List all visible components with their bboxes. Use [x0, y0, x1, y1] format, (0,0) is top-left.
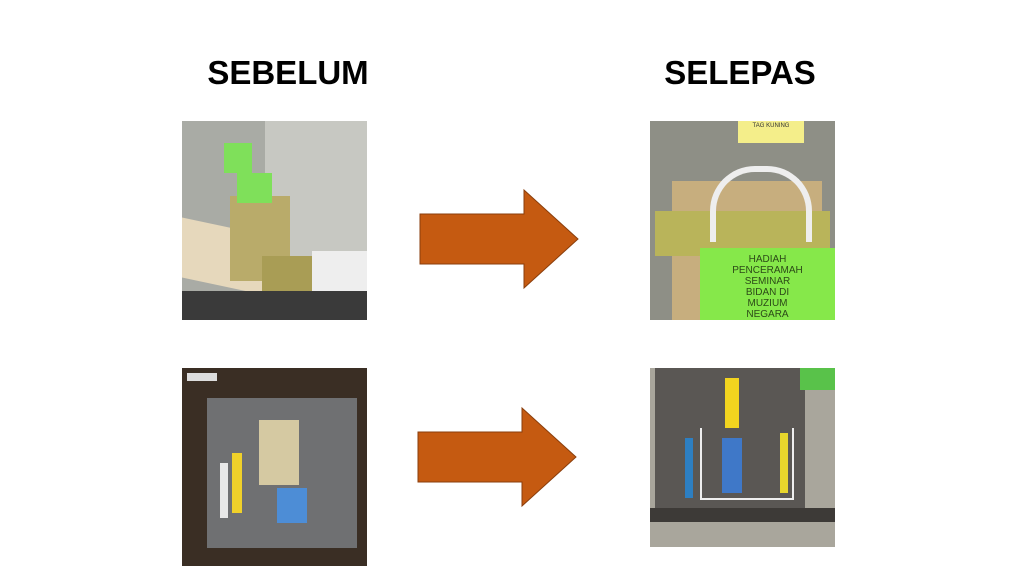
before-shelf-photo [182, 121, 367, 320]
right-arrow-icon [417, 406, 577, 508]
green-sign: HADIAH PENCERAMAH SEMINAR BIDAN DI MUZIU… [700, 248, 835, 320]
after-shelf-photo: TAG KUNING HADIAH PENCERAMAH SEMINAR BID… [650, 121, 835, 320]
after-title: SELEPAS [664, 54, 816, 91]
after-drawer-photo [650, 368, 835, 547]
yellow-tag: TAG KUNING [738, 121, 804, 143]
right-arrow-icon [419, 188, 579, 290]
before-drawer-photo [182, 368, 367, 566]
before-title: SEBELUM [207, 54, 369, 91]
